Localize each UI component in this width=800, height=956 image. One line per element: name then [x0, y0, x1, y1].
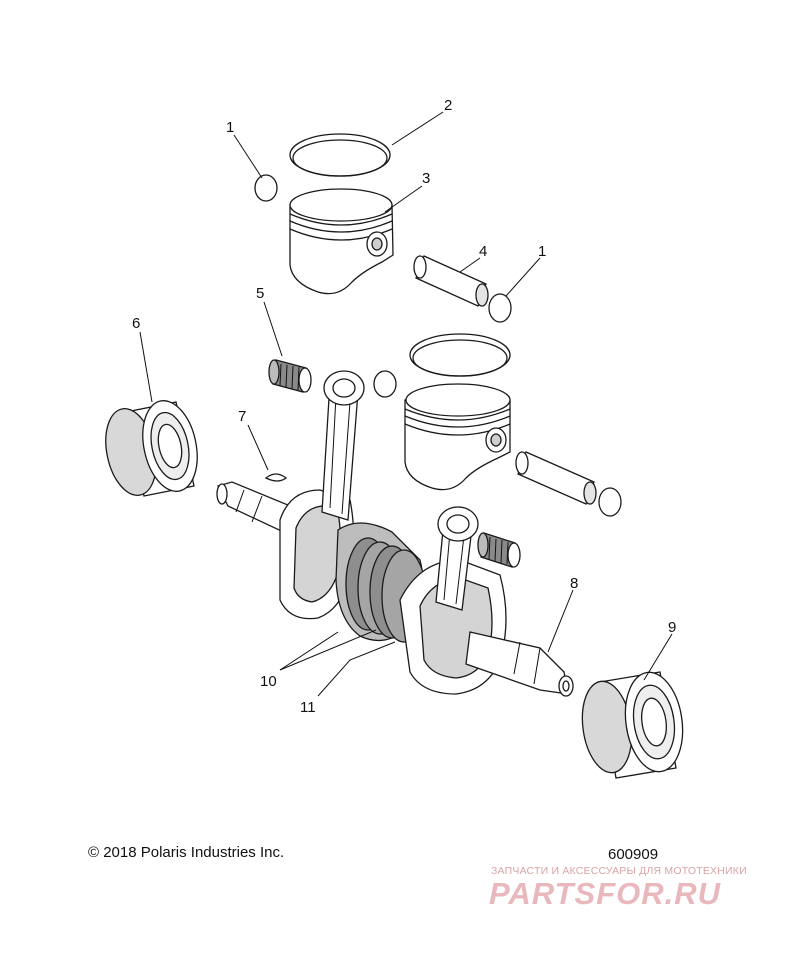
callout-5: 5 — [256, 285, 264, 302]
piston-upper — [289, 188, 394, 295]
wrist-pin-upper — [413, 255, 489, 307]
main-bearing-left — [105, 400, 198, 497]
callout-11: 11 — [300, 699, 316, 716]
circlip-lower-right — [598, 487, 622, 517]
callout-6: 6 — [132, 315, 140, 332]
watermark-logo: PARTSFOR.RU — [489, 876, 722, 911]
circlip-upper-right — [488, 293, 512, 323]
piston-lower — [404, 383, 511, 491]
callout-9: 9 — [668, 619, 676, 636]
piston-ring-lower — [409, 333, 511, 377]
callout-10: 10 — [260, 673, 277, 690]
callout-8: 8 — [570, 575, 578, 592]
circlip-upper-left — [254, 174, 278, 202]
callout-2: 2 — [444, 97, 452, 114]
copyright-notice: © 2018 Polaris Industries Inc. — [88, 844, 285, 861]
callout-4: 4 — [479, 243, 487, 260]
drawing-number: 600909 — [608, 846, 659, 863]
circlip-lower-left — [373, 370, 397, 398]
callout-3: 3 — [422, 170, 430, 187]
crankshaft — [216, 370, 574, 697]
leader-lines — [139, 111, 673, 697]
needle-bearing-lower — [477, 532, 521, 568]
callout-7: 7 — [238, 408, 246, 425]
needle-bearing-upper — [268, 359, 312, 393]
woodruff-key — [264, 473, 288, 482]
main-bearing-right — [581, 671, 684, 779]
wrist-pin-lower — [515, 451, 597, 505]
callout-1b: 1 — [538, 243, 546, 260]
watermark-tagline: ЗАПЧАСТИ И АКСЕССУАРЫ ДЛЯ МОТОТЕХНИКИ — [491, 865, 747, 877]
callout-1a: 1 — [226, 119, 234, 136]
piston-ring-upper — [289, 133, 391, 177]
